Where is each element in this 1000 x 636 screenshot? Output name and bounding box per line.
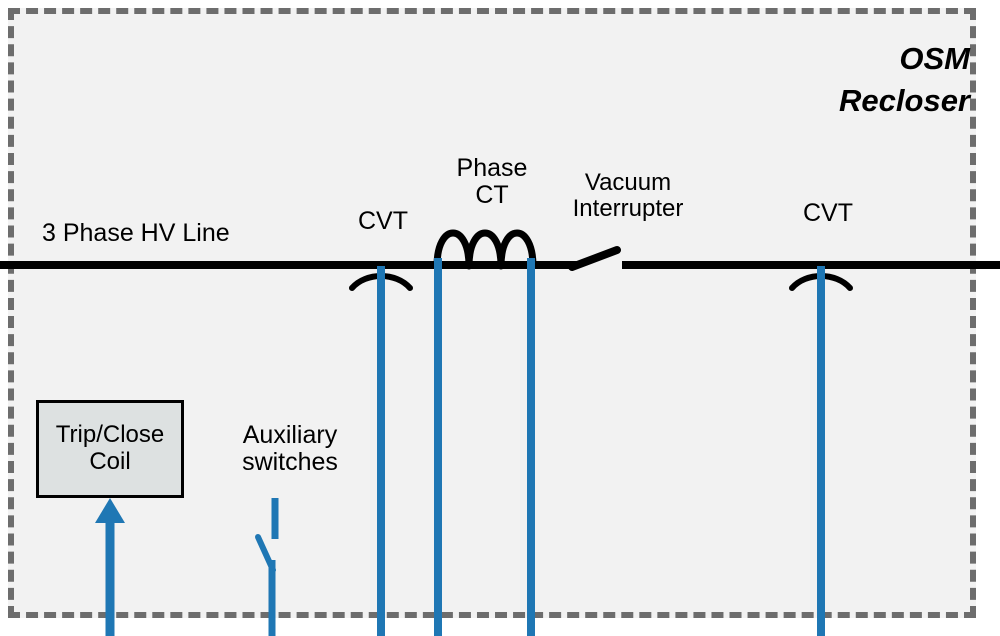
osm-title-l2: Recloser: [839, 82, 970, 118]
trip-close-coil-arrow-head: [95, 498, 125, 523]
osm-title-l1: OSM: [899, 41, 970, 76]
hv-line-label: 3 Phase HV Line: [42, 219, 230, 247]
trip-close-coil-block: Trip/Close Coil: [36, 400, 184, 498]
cvt-left-label: CVT: [358, 207, 408, 235]
cvt-right-label: CVT: [803, 199, 853, 227]
trip-close-coil-label: Trip/Close Coil: [55, 421, 165, 475]
phase-ct-label: Phase CT: [456, 154, 528, 209]
page-title: 3 Phase HV LineOSMRecloser: [700, 38, 970, 122]
recloser-enclosure: [8, 8, 976, 618]
auxiliary-switches-label: Auxiliary switches: [242, 421, 338, 476]
vacuum-interrupter-blade: [568, 246, 621, 271]
phase-ct-winding-icon: [433, 229, 537, 270]
vacuum-interrupter-label: Vacuum Interrupter: [572, 169, 684, 222]
